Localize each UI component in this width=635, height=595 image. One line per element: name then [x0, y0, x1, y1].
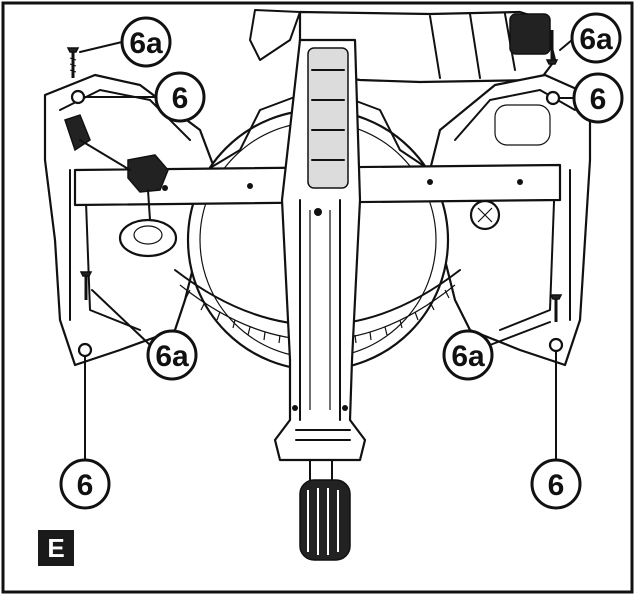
hole-bottom-left [77, 342, 93, 358]
blade-guard [307, 47, 349, 189]
clamp-hole [118, 218, 178, 258]
callout-label: 6 [172, 82, 189, 115]
callout-6-top-right: 6 [572, 72, 624, 124]
callout-label: 6a [451, 340, 485, 373]
base-right-wing [428, 73, 592, 367]
hole-top-right [545, 90, 561, 106]
callout-label: 6a [579, 23, 613, 56]
figure-label: E [38, 530, 74, 566]
screw-mid-right [549, 294, 563, 322]
leader-6a-mid-right [489, 321, 551, 346]
leader-6a-top-right [559, 39, 573, 51]
leader-6a-mid-left [91, 289, 151, 346]
screw-mid-left [79, 271, 93, 300]
callout-label: 6a [129, 27, 163, 60]
callout-6a-mid-right: 6a [442, 329, 494, 381]
figure-letter: E [47, 533, 64, 563]
leader-6a-top-left [79, 41, 123, 53]
callout-6-top-left: 6 [154, 71, 206, 123]
screws [66, 30, 564, 358]
callout-label: 6 [548, 469, 565, 502]
screw-top-right [545, 30, 559, 65]
callout-label: 6 [590, 83, 607, 116]
leader-lines [79, 39, 575, 461]
callout-label: 6 [77, 469, 94, 502]
miter-saw-illustration [43, 9, 592, 561]
callout-6-bottom-left: 6 [59, 458, 111, 510]
hole-bottom-right [548, 337, 564, 353]
hole-top-left [70, 89, 86, 105]
screw-top-left [66, 47, 80, 78]
callout-6a-top-right: 6a [570, 12, 622, 64]
callout-label: 6a [155, 340, 189, 373]
fence-lock-knob [127, 154, 169, 193]
callout-6-bottom-right: 6 [530, 458, 582, 510]
motor-cap [509, 13, 551, 55]
callout-6a-top-left: 6a [120, 16, 172, 68]
callout-6a-mid-left: 6a [146, 329, 198, 381]
